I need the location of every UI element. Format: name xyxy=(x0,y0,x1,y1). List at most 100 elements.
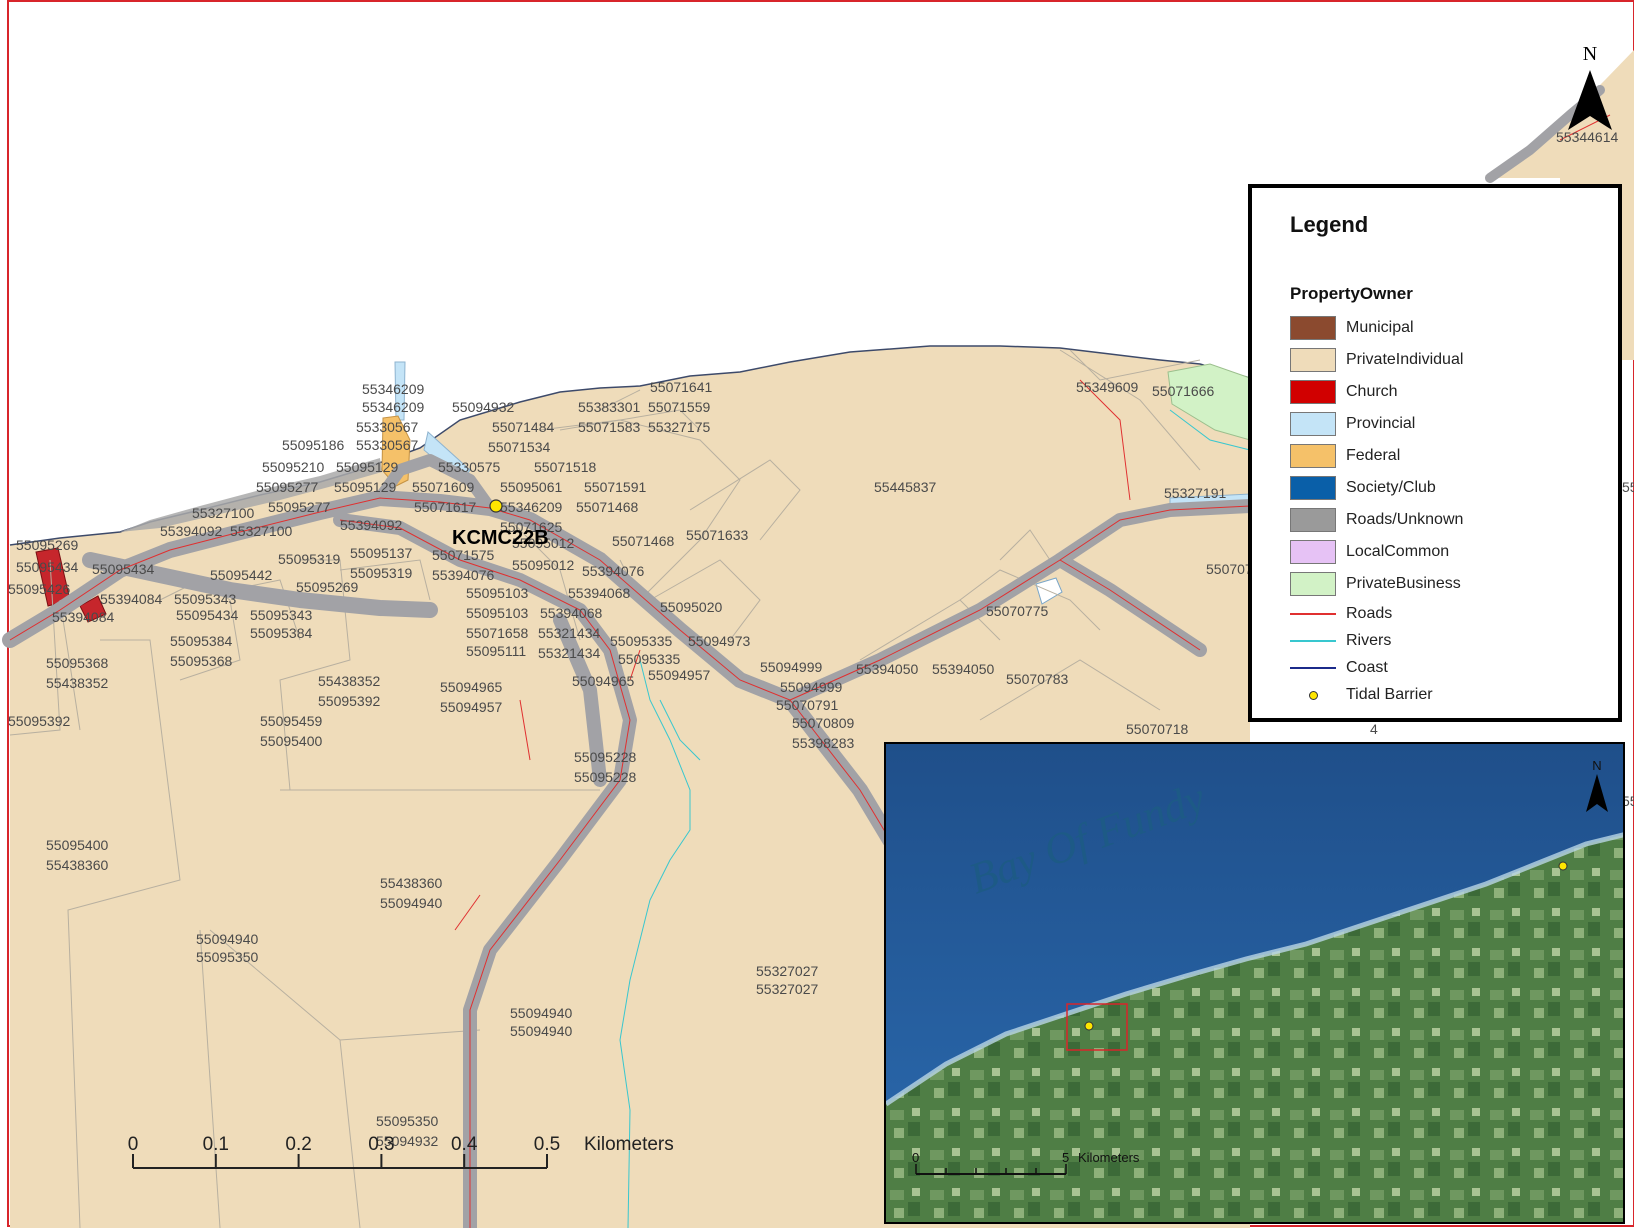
parcel-id-label: 55071658 xyxy=(466,625,529,641)
legend-item: Society/Club xyxy=(1290,472,1610,504)
parcel-id-label: 55445837 xyxy=(874,479,937,495)
parcel-id-label: 55095103 xyxy=(466,605,529,621)
scale-tick-label: 0.1 xyxy=(203,1134,229,1155)
legend-item-label: Provincial xyxy=(1346,415,1416,432)
parcel-id-label: 55094940 xyxy=(380,895,443,911)
parcel-id-label: 550 xyxy=(1622,793,1634,809)
parcel-id-label: 55394092 xyxy=(160,523,223,539)
parcel-id-label: 55095129 xyxy=(334,479,397,495)
parcel-id-label: 55095368 xyxy=(170,653,233,669)
inset-scale-tick: 5 xyxy=(1062,1150,1069,1165)
inset-scale-unit: Kilometers xyxy=(1078,1150,1140,1165)
parcel-id-label: 55070791 xyxy=(776,697,839,713)
legend-swatch xyxy=(1290,316,1336,340)
legend-item: PrivateIndividual xyxy=(1290,344,1610,376)
parcel-id-label: 55071625 xyxy=(500,519,563,535)
parcel-id-label: 55095343 xyxy=(250,607,313,623)
parcel-id-label: 55330567 xyxy=(356,419,419,435)
parcel-id-label: 55071518 xyxy=(534,459,597,475)
parcel-id-label: 55095277 xyxy=(268,499,331,515)
parcel-id-label: 55327100 xyxy=(192,505,255,521)
parcel-id-label: 55071633 xyxy=(686,527,749,543)
parcel-id-label: 55094965 xyxy=(440,679,503,695)
parcel-id-label: 55330575 xyxy=(438,459,501,475)
church-parcel xyxy=(79,595,107,623)
parcel-id-label: 55095129 xyxy=(336,459,399,475)
parcel-id-label: 55094957 xyxy=(440,699,503,715)
parcel-id-label: 55071484 xyxy=(492,419,555,435)
legend-swatch xyxy=(1290,412,1336,436)
parcel-id-label: 55346209 xyxy=(362,399,425,415)
parcel-id-label: 55394076 xyxy=(432,567,495,583)
parcel-id-label: 55071575 xyxy=(432,547,495,563)
parcel-id-label: 55095012 xyxy=(512,535,575,551)
legend-title: Legend xyxy=(1290,212,1369,237)
parcel-id-label: 55070809 xyxy=(792,715,855,731)
parcel-id-label: 55321434 xyxy=(538,625,601,641)
provincial-parcel xyxy=(394,361,406,421)
scale-tick-label: 0.3 xyxy=(368,1134,394,1155)
parcel-id-label: 55394092 xyxy=(340,517,403,533)
inset-map[interactable]: Bay Of Fundy N 0 5 Kilometers xyxy=(884,742,1625,1224)
inset-tidal-barrier-marker[interactable] xyxy=(1558,861,1568,871)
inset-land xyxy=(886,834,1623,1222)
road-centerlines xyxy=(9,114,1611,1228)
parcel-id-label: 55094940 xyxy=(510,1005,573,1021)
parcel-id-label: 55095392 xyxy=(318,693,381,709)
site-label: KCMC22B xyxy=(452,527,549,549)
parcel-id-label: 55095277 xyxy=(256,479,319,495)
parcel-id-label: 55071468 xyxy=(576,499,639,515)
parcel-id-label: 55095392 xyxy=(8,713,71,729)
parcel-id-label: 55094940 xyxy=(510,1023,573,1039)
legend-item-label: Municipal xyxy=(1346,319,1414,336)
parcel-id-label: 55438352 xyxy=(46,675,109,691)
legend-swatch xyxy=(1290,476,1336,500)
legend-item: Tidal Barrier xyxy=(1290,681,1610,708)
parcel-id-label: 55095350 xyxy=(196,949,259,965)
parcel-id-label: 55095137 xyxy=(350,545,413,561)
inset-tidal-barrier-marker[interactable] xyxy=(1084,1021,1094,1031)
parcel-id-label: 55071468 xyxy=(612,533,675,549)
inset-scale-bar: 0 5 Kilometers xyxy=(912,1150,1140,1175)
tidal-barrier-marker[interactable] xyxy=(489,499,503,513)
parcel-id-label: 55095228 xyxy=(574,749,637,765)
parcel-id-label: 55095319 xyxy=(350,565,413,581)
scale-tick-label: 0.4 xyxy=(451,1134,478,1155)
parcel-id-label: 55321434 xyxy=(538,645,601,661)
parcel-id-label: 55071559 xyxy=(648,399,711,415)
parcel-id-label: 55327100 xyxy=(230,523,293,539)
parcel-id-label: 55344614 xyxy=(1556,129,1619,145)
parcel-id-label: 55071641 xyxy=(650,379,713,395)
parcel-id-label: 55327027 xyxy=(756,981,819,997)
parcel-id-label: 55095020 xyxy=(660,599,723,615)
legend-line-symbol xyxy=(1290,656,1336,680)
inset-coast xyxy=(886,832,1623,1107)
parcel-id-label: 55095384 xyxy=(250,625,313,641)
parcel-id-label: 55346209 xyxy=(362,381,425,397)
parcel-id-label: 55095343 xyxy=(174,591,237,607)
inset-north-label: N xyxy=(1592,758,1601,773)
legend-swatch xyxy=(1290,572,1336,596)
parcel-id-label: 55070783 xyxy=(1006,671,1069,687)
parcel-id-label: 55095400 xyxy=(46,837,109,853)
parcel-id-label: 55095400 xyxy=(260,733,323,749)
parcel-id-label: 55349609 xyxy=(1076,379,1139,395)
legend-item-label: PrivateBusiness xyxy=(1346,575,1461,592)
parcel-id-label: 55438360 xyxy=(380,875,443,891)
parcel-id-label: 55394050 xyxy=(932,661,995,677)
parcel-id-label: 55327027 xyxy=(756,963,819,979)
legend-item: Federal xyxy=(1290,440,1610,472)
legend-item: PrivateBusiness xyxy=(1290,568,1610,600)
parcel-id-label: 55438352 xyxy=(318,673,381,689)
parcel-id-label: 55394068 xyxy=(568,585,631,601)
legend-item-label: Rivers xyxy=(1346,631,1392,649)
legend-item: Church xyxy=(1290,376,1610,408)
parcel-id-label: 55394076 xyxy=(582,563,645,579)
parcel-id-label: 55095228 xyxy=(574,769,637,785)
legend-swatch xyxy=(1290,444,1336,468)
legend-item-label: Tidal Barrier xyxy=(1346,685,1433,703)
legend-item-label: LocalCommon xyxy=(1346,543,1450,560)
river-network xyxy=(619,409,1251,1228)
